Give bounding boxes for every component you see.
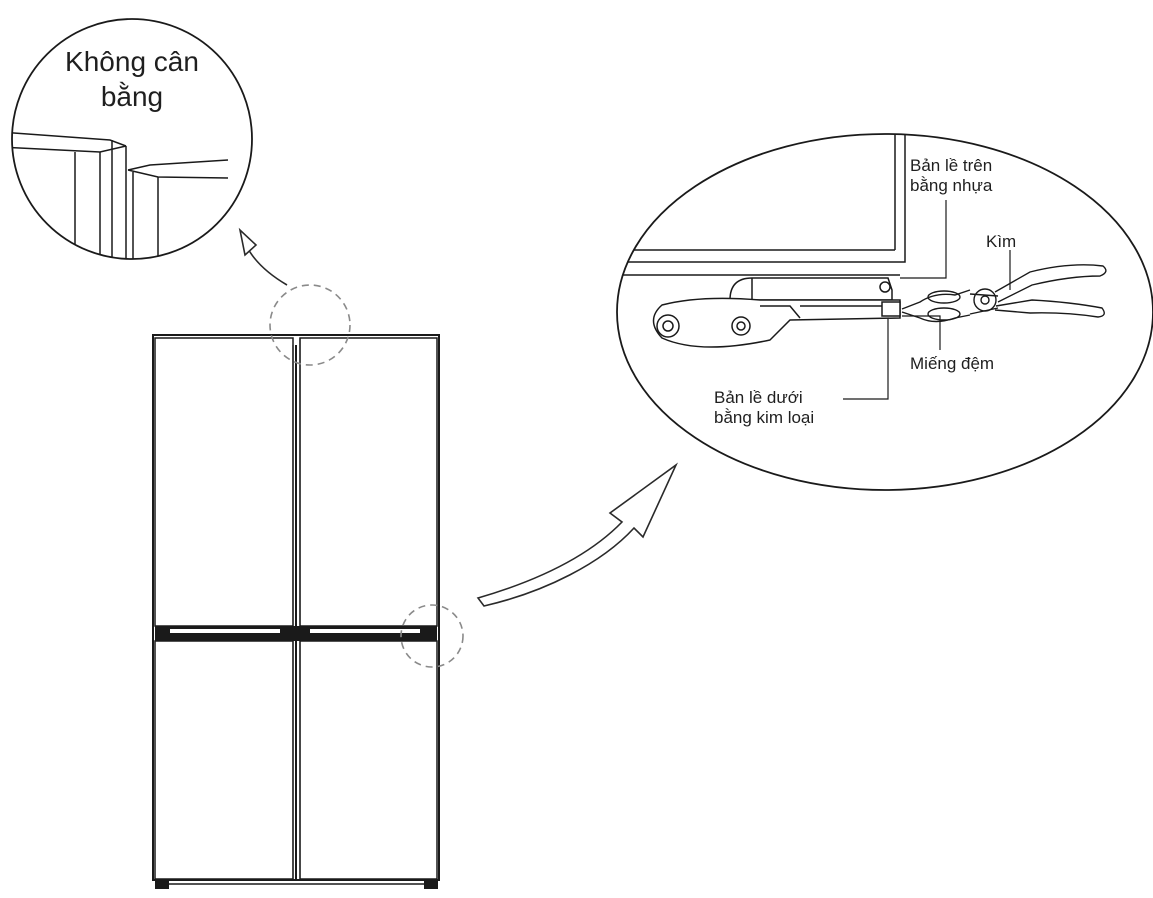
unbalanced-label-line1: Không cân bbox=[65, 46, 199, 77]
unbalanced-label: Không cân bằng bbox=[46, 44, 218, 114]
upper-hinge bbox=[729, 277, 893, 301]
middle-drawer-band bbox=[155, 626, 437, 641]
right-foot bbox=[424, 880, 438, 889]
lower-hinge bbox=[652, 297, 901, 348]
hinge-callout-circle bbox=[400, 604, 464, 668]
left-foot bbox=[155, 880, 169, 889]
hinge-zoom-arrow bbox=[476, 462, 679, 607]
lower-hinge-label: Bản lề dưới bằng kim loại bbox=[714, 388, 814, 427]
bottom-left-drawer bbox=[154, 640, 294, 880]
top-callout-circle bbox=[269, 284, 351, 366]
shim-label: Miếng đệm bbox=[910, 354, 995, 373]
top-left-door bbox=[154, 337, 294, 627]
upper-hinge-leader bbox=[900, 200, 947, 279]
shim bbox=[881, 301, 901, 317]
pliers bbox=[901, 264, 1107, 323]
bottom-right-drawer bbox=[299, 640, 438, 880]
hinge-zoom-view bbox=[616, 133, 1153, 491]
unbalanced-label-line2: bằng bbox=[100, 81, 164, 112]
lower-hinge-leader bbox=[843, 318, 889, 400]
shim-leader bbox=[902, 315, 941, 350]
lower-hinge-label-line1: Bản lề dưới bbox=[714, 388, 803, 407]
top-right-door bbox=[299, 337, 438, 627]
pliers-label: Kìm bbox=[986, 232, 1017, 251]
upper-hinge-label-line1: Bản lề trên bbox=[910, 156, 993, 175]
upper-hinge-label: Bản lề trên bằng nhựa bbox=[910, 156, 992, 195]
lower-hinge-label-line2: bằng kim loại bbox=[714, 407, 815, 427]
upper-hinge-label-line2: bằng nhựa bbox=[910, 175, 993, 195]
top-zoom-arrow bbox=[238, 227, 288, 286]
refrigerator bbox=[152, 334, 440, 889]
